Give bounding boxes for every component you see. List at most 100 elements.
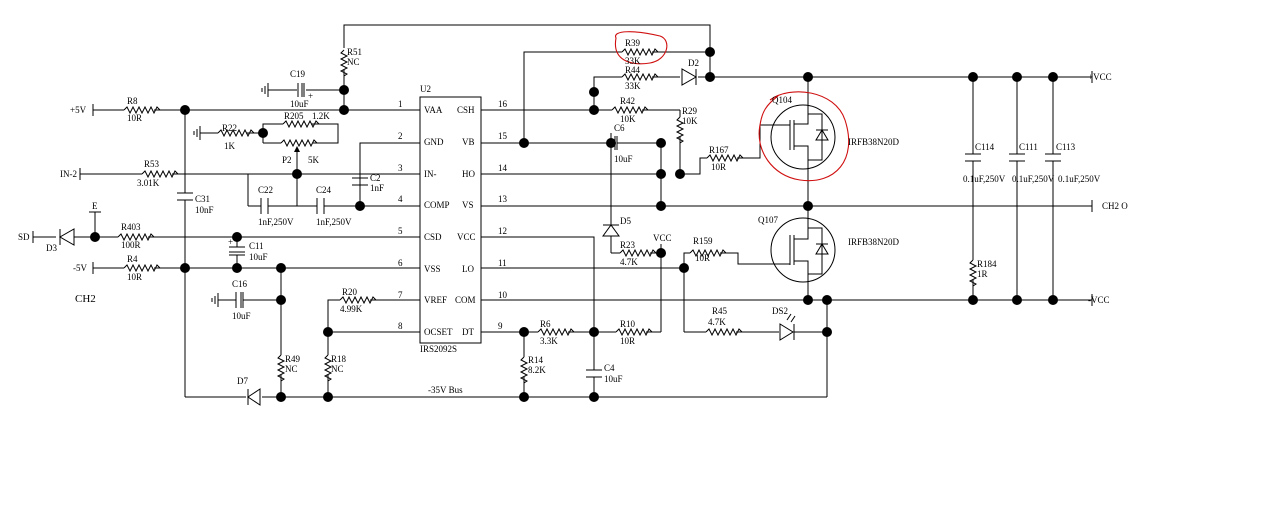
pin-number: 14 <box>498 163 508 173</box>
pin-name: LO <box>462 264 474 274</box>
ref-label: R184 <box>977 259 997 269</box>
pin-number: 3 <box>398 163 403 173</box>
junctions <box>90 47 1058 402</box>
pin-name: HO <box>462 169 475 179</box>
value-label: 1nF,250V <box>316 217 352 227</box>
ref-label: Q104 <box>772 95 792 105</box>
ref-label: R23 <box>620 240 636 250</box>
value-label: 0.1uF,250V <box>1058 174 1101 184</box>
net-labels: +5V IN-2 SD E -5V CH2 CH2 O +VCC -VCC VC… <box>18 72 1128 395</box>
ground-icon <box>261 83 269 97</box>
ref-label: R8 <box>127 96 138 106</box>
pin-number: 8 <box>398 321 403 331</box>
resistor-r184 <box>969 259 977 287</box>
ref-label: C19 <box>290 69 306 79</box>
ref-label: R44 <box>625 65 641 75</box>
value-label: NC <box>285 364 298 374</box>
resistor-r14 <box>520 356 528 384</box>
pin-name: COM <box>455 295 476 305</box>
net-label-e: E <box>92 201 98 211</box>
ref-label: D2 <box>688 58 699 68</box>
ref-label: C114 <box>975 142 995 152</box>
ref-label: C31 <box>195 194 210 204</box>
polarity-plus-icon: + <box>308 91 313 101</box>
value-label: 1K <box>224 141 236 151</box>
red-annotations <box>614 31 850 182</box>
value-label: 10K <box>620 114 636 124</box>
wires <box>32 24 1093 398</box>
ref-label: R205 <box>284 111 304 121</box>
value-label: 10uF <box>604 374 623 384</box>
ref-label: R20 <box>342 287 358 297</box>
net-label-sd: SD <box>18 232 30 242</box>
pin-number: 15 <box>498 131 508 141</box>
ref-label: C111 <box>1019 142 1038 152</box>
ref-label: R45 <box>712 306 728 316</box>
ref-label: C2 <box>370 173 381 183</box>
net-label-in2: IN-2 <box>60 169 77 179</box>
value-label: 1nF <box>370 183 384 193</box>
net-label-pvcc: +VCC <box>1088 72 1112 82</box>
net-label-m5v: -5V <box>73 263 87 273</box>
value-label: 10uF <box>614 154 633 164</box>
ic-u2: U2 IRS2092S VAA GND IN- COMP CSD VSS VRE… <box>398 84 508 354</box>
pin-number: 10 <box>498 290 508 300</box>
part-label: IRFB38N20D <box>848 237 900 247</box>
pin-name: VREF <box>424 295 447 305</box>
pin-name: VB <box>462 137 475 147</box>
ref-label: C22 <box>258 185 273 195</box>
pin-number: 2 <box>398 131 403 141</box>
value-label: 4.99K <box>340 304 363 314</box>
pin-name: GND <box>424 137 444 147</box>
capacitors <box>177 83 1061 378</box>
diode-d7 <box>247 388 261 406</box>
value-label: 1.2K <box>312 111 330 121</box>
polarity-plus-icon: + <box>228 237 233 247</box>
diodes <box>58 68 796 406</box>
pin-name: CSH <box>457 105 475 115</box>
ref-label: R39 <box>625 38 641 48</box>
ref-label: D3 <box>46 243 57 253</box>
ref-label: C6 <box>614 123 625 133</box>
ref-label: C11 <box>249 241 264 251</box>
value-label: 10R <box>620 336 635 346</box>
highlight-circle-q104 <box>758 91 850 182</box>
pin-name: IN- <box>424 169 437 179</box>
pin-number: 1 <box>398 99 403 109</box>
net-label-vcc: VCC <box>653 233 672 243</box>
ref-label: R6 <box>540 319 551 329</box>
ref-label: P2 <box>282 155 292 165</box>
ref-label: R53 <box>144 159 160 169</box>
ref-label: R18 <box>331 354 347 364</box>
value-label: 33K <box>625 56 641 66</box>
ref-label: R42 <box>620 96 635 106</box>
value-label: 10R <box>711 162 726 172</box>
value-label: 10uF <box>290 99 309 109</box>
ic-ref: U2 <box>420 84 431 94</box>
value-label: 10R <box>695 253 710 263</box>
pin-name: COMP <box>424 200 450 210</box>
pin-number: 16 <box>498 99 508 109</box>
net-label-mvcc: -VCC <box>1088 295 1110 305</box>
net-label-ch2: CH2 <box>75 293 96 305</box>
pin-number: 6 <box>398 258 403 268</box>
value-label: 0.1uF,250V <box>963 174 1006 184</box>
ref-label: Q107 <box>758 215 778 225</box>
led-ds2 <box>779 313 796 341</box>
value-label: 33K <box>625 81 641 91</box>
pin-name: VSS <box>424 264 441 274</box>
resistors <box>117 48 977 384</box>
pin-name: OCSET <box>424 327 453 337</box>
pin-number: 9 <box>498 321 503 331</box>
diode-d2 <box>681 68 698 86</box>
pin-number: 11 <box>498 258 507 268</box>
ground-icon <box>193 126 201 140</box>
pin-number: 13 <box>498 194 508 204</box>
ref-label: R403 <box>121 222 141 232</box>
ref-label: R10 <box>620 319 636 329</box>
pin-name: CSD <box>424 232 442 242</box>
net-label-ch2o: CH2 O <box>1102 201 1128 211</box>
value-label: 10uF <box>232 311 251 321</box>
value-label: 10nF <box>195 205 214 215</box>
pin-name: VS <box>462 200 474 210</box>
